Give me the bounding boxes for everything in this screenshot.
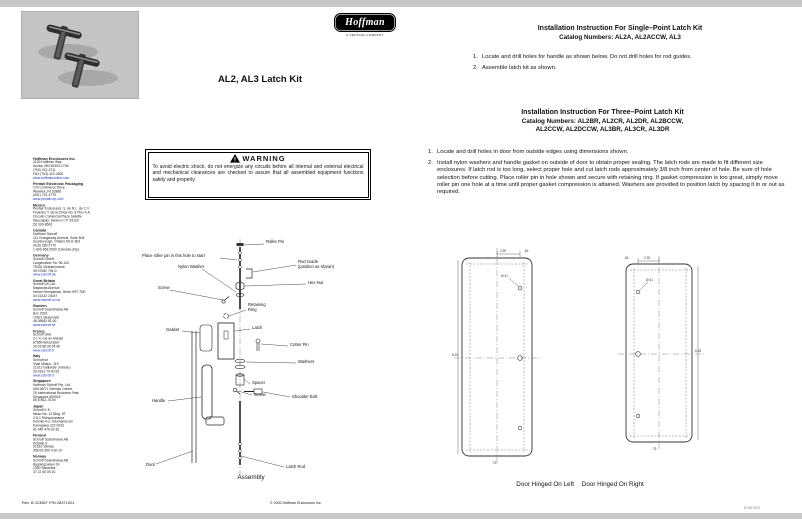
dim-right-height: 6.94 xyxy=(695,349,701,353)
door-captions: Door Hinged On Left Door Hinged On Right xyxy=(430,481,730,488)
dim-left-63: .63 xyxy=(524,249,529,253)
international-addresses: Hoffman Enclosures Inc.2100 Hoffman Way … xyxy=(33,157,131,476)
document-number: 87587620 xyxy=(744,506,760,510)
product-photo xyxy=(22,12,138,98)
three-point-step-2: 2. Install nylon washers and handle gask… xyxy=(428,160,785,196)
door-caption-right: Door Hinged On Right xyxy=(581,481,644,488)
copyright-notice: © 2000 Hoffman Enclosures Inc. xyxy=(270,501,322,505)
label-latch: Latch xyxy=(252,325,263,330)
single-point-step-1: 1. Locate and drill holes for handle as … xyxy=(473,54,692,60)
warning-icon: ! xyxy=(230,153,241,163)
label-door: Door xyxy=(146,462,156,467)
label-place-roller-pin: Place roller pin in this hole to start xyxy=(142,253,205,258)
label-gasket: Gasket xyxy=(166,327,180,332)
three-point-catalog-line2: AL2CCW, AL2DCCW, AL3BR, AL3CR, AL3DR xyxy=(535,126,670,133)
label-cotter-pin: Cotter Pin xyxy=(290,342,309,347)
dim-left-75: .75 xyxy=(492,461,497,465)
warning-header: ! WARNING xyxy=(153,153,364,163)
pentair-tagline: A PENTAIR COMPANY xyxy=(345,33,385,37)
three-point-catalog-line1: Catalog Numbers: AL2BR, AL2CR, AL2DR, AL… xyxy=(521,118,684,125)
assembly-caption: Assembly xyxy=(237,474,265,481)
dim-right-75: .75 xyxy=(652,447,657,451)
assembly-diagram-drawing xyxy=(155,239,307,475)
dim-left-hole: Ø.41 xyxy=(501,274,508,278)
single-point-catalog: Catalog Numbers: AL2A, AL2ACCW, AL3 xyxy=(559,34,681,41)
label-spacer: Spacer xyxy=(252,380,266,385)
label-nylon-washer: Nylon Washer xyxy=(178,264,205,269)
label-hex-nut: Hex Nut xyxy=(308,280,324,285)
label-washers: Washers xyxy=(298,359,315,364)
instruction-sheet: Hoffman A PENTAIR COMPANY Installation I… xyxy=(0,7,802,513)
label-rod-guide: Rod Guide (position as shown) xyxy=(298,259,335,269)
three-point-steps: 1. Locate and drill holes in door from o… xyxy=(428,149,788,196)
label-roller-pin: Roller Pin xyxy=(266,239,285,244)
dim-left-239: 2.39 xyxy=(500,249,506,253)
single-point-title: Installation Instruction For Single–Poin… xyxy=(537,25,703,32)
door-left-drawing: 2.39 .63 Ø.41 8.31 .75 xyxy=(452,246,544,468)
warning-box: ! WARNING To avoid electric shock, do no… xyxy=(145,149,371,200)
warning-body: To avoid electric shock, do not energize… xyxy=(152,163,364,183)
dim-right-239: 2.39 xyxy=(644,256,650,260)
door-caption-left: Door Hinged On Left xyxy=(516,481,575,488)
revision-number: Rev. B 113567 P/N 28371001 xyxy=(22,500,75,505)
label-latch-rod: Latch Rod xyxy=(286,464,306,469)
dim-right-hole: Ø.41 xyxy=(646,278,653,282)
latch-handles-photo-image xyxy=(22,12,138,98)
hoffman-logo-text: Hoffman xyxy=(345,17,385,28)
three-point-step-1: 1. Locate and drill holes in door from o… xyxy=(428,149,629,155)
label-shoulder-bolt: Shoulder Bolt xyxy=(292,394,318,399)
label-screw-bottom: Screw xyxy=(254,392,266,397)
label-screw-top: Screw xyxy=(158,285,170,290)
dim-right-63: .63 xyxy=(624,256,629,260)
label-handle: Handle xyxy=(152,398,166,403)
single-point-steps: 1. Locate and drill holes for handle as … xyxy=(473,54,785,72)
svg-text:!: ! xyxy=(234,156,236,162)
warning-title: WARNING xyxy=(242,153,286,163)
address-group: Hoffman Enclosures Inc.2100 Hoffman Way … xyxy=(33,157,76,180)
door-right-drawing: 2.39 .63 Ø.41 6.94 .75 xyxy=(618,254,708,454)
kit-title: AL2, AL3 Latch Kit xyxy=(217,74,303,85)
assembly-diagram: Roller Pin Place roller pin in this hole… xyxy=(140,239,352,479)
three-point-title: Installation Instruction For Three–Point… xyxy=(521,109,684,116)
label-retaining-ring: Retaining Ring xyxy=(248,302,266,312)
hoffman-logo: Hoffman xyxy=(334,13,396,32)
single-point-step-2: 2. Assemble latch kit as shown. xyxy=(473,65,557,72)
dim-left-height: 8.31 xyxy=(452,353,458,357)
